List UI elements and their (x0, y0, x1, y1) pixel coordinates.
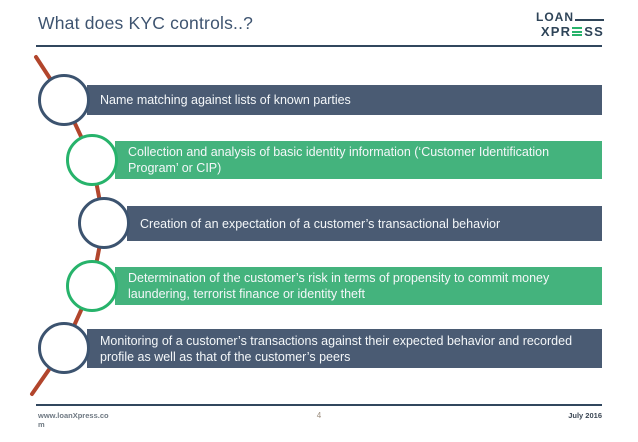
step-bar-4: Determination of the customer’s risk in … (115, 267, 602, 305)
loanxpress-logo: LOAN XPR SS (536, 11, 604, 39)
footer-website-line2: m (38, 420, 45, 429)
step-bar-2: Collection and analysis of basic identit… (115, 141, 602, 179)
step-bar-3: Creation of an expectation of a customer… (127, 206, 602, 241)
step-circle-1 (38, 74, 90, 126)
logo-stylized-e-icon (572, 26, 583, 37)
slide-title: What does KYC controls..? (38, 13, 254, 33)
footer-divider (36, 404, 602, 406)
logo-loan-text: LOAN (536, 10, 574, 24)
step-bar-5: Monitoring of a customer’s transactions … (87, 329, 602, 368)
logo-xpress-suffix: SS (584, 24, 604, 39)
footer-date: July 2016 (568, 411, 602, 420)
step-label-1: Name matching against lists of known par… (100, 93, 351, 107)
header-divider (36, 45, 602, 47)
logo-xpress-prefix: XPR (540, 24, 572, 39)
step-circle-3 (78, 197, 130, 249)
logo-line2: XPR SS (536, 24, 604, 39)
step-circle-2 (66, 134, 118, 186)
footer-website: www.loanXpress.co m (38, 411, 109, 429)
step-label-3: Creation of an expectation of a customer… (140, 216, 501, 231)
logo-line1: LOAN (536, 11, 604, 24)
step-label-4: Determination of the customer’s risk in … (128, 271, 550, 301)
logo-underscore-line (575, 19, 604, 21)
step-bar-1: Name matching against lists of known par… (87, 85, 602, 115)
step-label-5: Monitoring of a customer’s transactions … (100, 333, 573, 364)
step-label-2: Collection and analysis of basic identit… (128, 145, 550, 175)
footer-website-line1: www.loanXpress.co (38, 411, 109, 420)
step-circle-4 (66, 260, 118, 312)
step-circle-5 (38, 322, 90, 374)
page-number: 4 (316, 411, 322, 420)
